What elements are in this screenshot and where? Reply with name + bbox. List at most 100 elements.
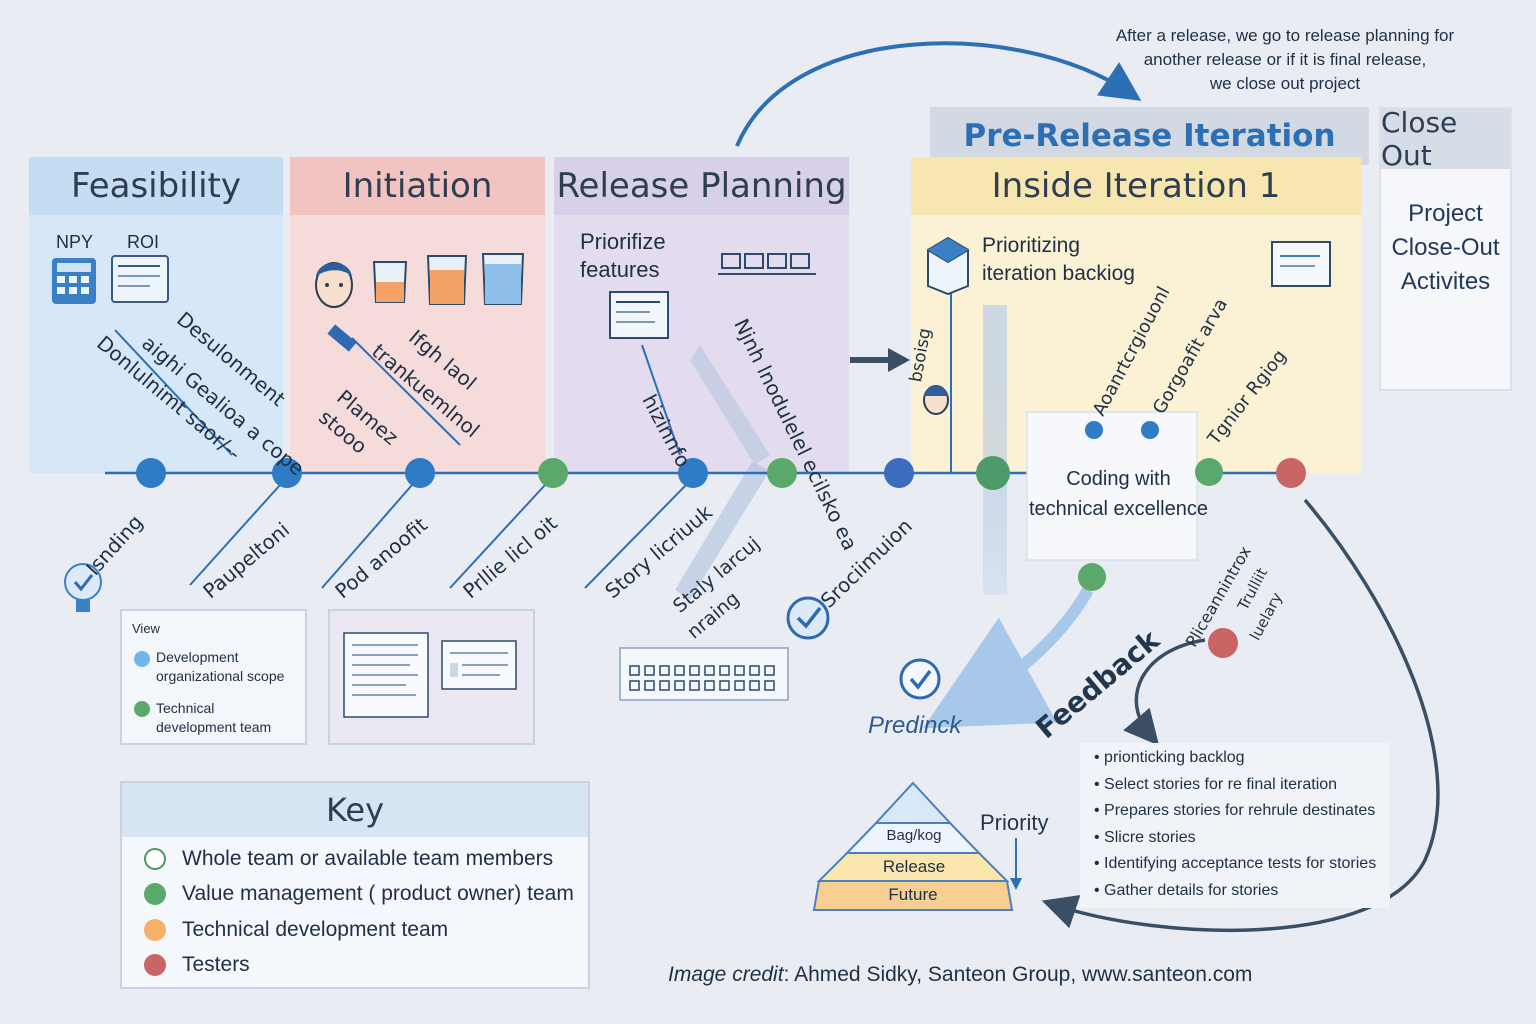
computer-icons [718,253,816,275]
close-out-title: Close Out [1381,106,1510,172]
view-green-dot [134,701,150,717]
release-note: After a release, we go to release planni… [1080,24,1490,96]
list-item: • prionticking backlog [1094,749,1245,766]
feedback-arrow [923,587,1094,729]
view-item-1-line-1: Development [156,649,239,665]
note-line-1: After a release, we go to release planni… [1115,26,1455,45]
tester-person-icon [923,385,949,415]
prioritizing-line-2: iteration backiog [982,262,1135,285]
pre-release-phase: Pre-Release Iteration [930,107,1369,165]
feature-card-icon [609,291,669,339]
key-row: Value management ( product owner) team [144,882,574,906]
initiation-title: Initiation [290,157,545,215]
release-loop-arrow [735,41,1142,147]
prioritizing-backlog-label: Prioritizing iteration backiog [982,232,1135,288]
predinck-label: Predinck [868,712,962,739]
credit-italic: Image credit [668,963,784,986]
list-item: • Gather details for stories [1094,881,1279,899]
close-out-line-1: Project [1408,200,1483,227]
close-out-activities: Project Close-Out Activites [1381,197,1510,299]
view-item-2-line-2: development team [156,719,272,735]
list-item: • Select stories for re final iteration [1094,775,1338,793]
priority-label: Priority [980,810,1049,835]
view-blue-dot [134,651,150,667]
timeline-dot [767,458,797,488]
key-title: Key [122,783,588,837]
view-item-2: Technical development team [156,699,271,737]
pyramid-tier-future: Future [888,885,938,904]
note-line-3: we close out project [1209,74,1361,93]
roi-document-icon [111,255,169,303]
check-circle-icon [786,596,830,640]
timeline-dot [272,458,302,488]
key-label: Whole team or available team members [182,847,554,870]
calculator-icon [52,258,96,304]
key-label: Value management ( product owner) team [182,882,574,905]
key-dot-value-management [144,883,166,905]
coding-excellence-label: Coding with technical excellence [1027,464,1210,524]
prioritizing-line-1: Prioritizing [982,234,1081,257]
prioritize-line-1: Priorifize [580,229,666,254]
timeline-dot [538,458,568,488]
release-planning-phase: Release Planning [554,157,849,473]
close-out-line-2: Close-Out [1391,234,1500,261]
view-item-1-line-2: organizational scope [156,668,285,684]
credit-rest: : Ahmed Sidky, Santeon Group, www.santeo… [783,963,1253,986]
timeline-dot [405,458,435,488]
view-title: View [132,621,160,636]
backlog-activities-list: • prionticking backlog • Select stories … [1080,743,1391,908]
list-arrow [1123,638,1206,746]
close-out-phase: Close Out Project Close-Out Activites [1379,106,1512,391]
view-item-2-line-1: Technical [156,700,215,716]
key-row: Testers [144,953,250,977]
feasibility-phase: Feasibility [29,157,283,473]
timeline-dot [1276,458,1306,488]
view-panel: View Development organizational scope Te… [120,609,307,745]
key-dot-whole-team [144,848,166,870]
key-label: Technical development team [182,918,449,941]
feedback-dot [1078,563,1106,591]
prioritize-line-2: features [580,257,660,282]
document-icons [343,632,517,718]
pyramid-tier-backlog: Bag/kog [886,827,942,844]
tester-dot [1208,628,1238,658]
view-item-1: Development organizational scope [156,648,284,686]
key-dot-technical [144,919,166,941]
initiation-phase: Initiation [290,157,545,473]
list-item: • Prepares stories for rehrule destinate… [1094,802,1376,819]
key-row: Technical development team [144,918,448,942]
coding-line-2: technical excellence [1029,498,1208,520]
screen-icon [1271,241,1331,287]
key-panel: Key Whole team or available team members… [120,781,590,989]
documents-panel [328,609,535,745]
list-item: • Slicre stories [1094,828,1196,846]
feasibility-title: Feasibility [29,157,283,215]
person-icon [315,262,353,308]
coding-line-1: Coding with [1066,468,1171,490]
roi-label: ROI [127,232,160,252]
close-out-line-3: Activites [1400,268,1491,295]
timeline-dot [136,458,166,488]
prioritize-features-label: Priorifize features [580,228,666,284]
npv-label: NPY [56,232,94,252]
pre-release-title: Pre-Release Iteration [963,118,1336,154]
check-circle-icon-2 [899,658,941,700]
timeline-dot [884,458,914,488]
feedback-loop-arrow [1041,498,1440,933]
image-credit: Image credit: Ahmed Sidky, Santeon Group… [668,963,1252,987]
list-item: • Identifying acceptance tests for stori… [1094,855,1377,872]
backlog-cube-icon [927,236,969,296]
note-line-2: another release or if it is final releas… [1143,50,1427,69]
calendar-strip-icon [619,647,789,701]
lightbulb-icon [64,563,102,612]
timeline-dot [976,456,1010,490]
release-planning-title: Release Planning [554,157,849,215]
jar-icons [372,253,525,305]
key-label: Testers [182,953,250,976]
key-row: Whole team or available team members [144,847,553,871]
priority-pyramid [812,781,1014,911]
key-dot-testers [144,954,166,976]
pyramid-tier-release: Release [882,857,946,876]
timeline-dot [678,458,708,488]
